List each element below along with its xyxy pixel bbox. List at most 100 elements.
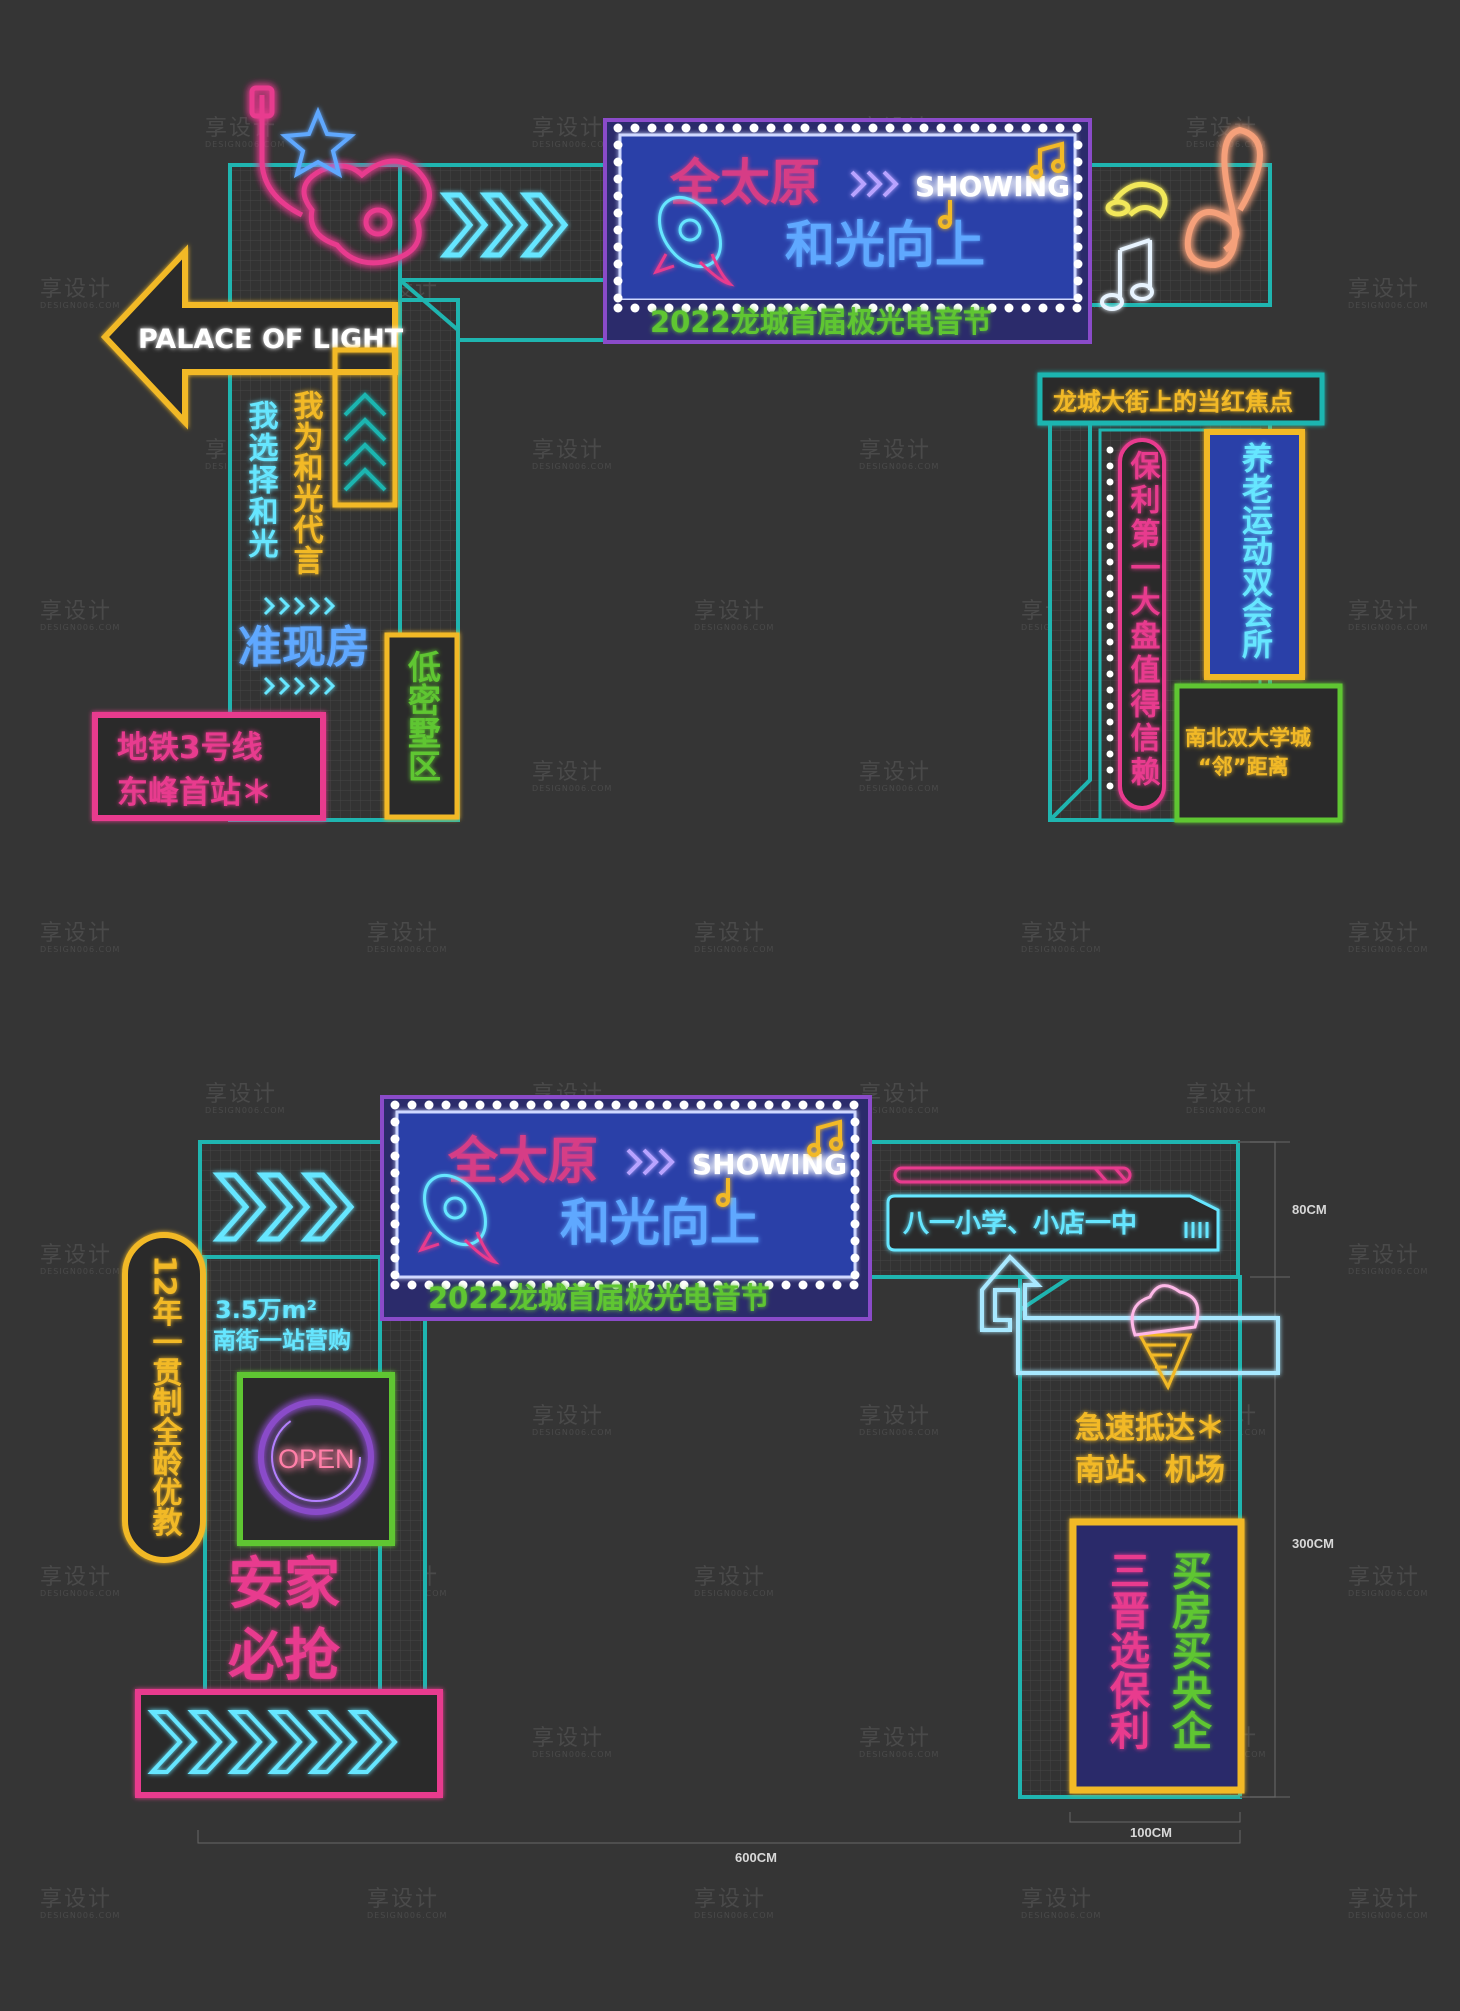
marquee-light [715, 123, 725, 133]
watermark-url: DESIGN006.COM [532, 140, 612, 149]
watermark-url: DESIGN006.COM [367, 1911, 447, 1920]
school-sign-text: 八一小学、小店一中 [903, 1208, 1137, 1239]
watermark-text: 享设计 [859, 438, 931, 463]
watermark-text: 享设计 [859, 760, 931, 785]
marquee-light [630, 123, 640, 133]
star-icon [279, 106, 357, 179]
marquee-light [781, 1100, 791, 1110]
chevron-icon [147, 1710, 398, 1774]
watermark-text: 享设计 [694, 921, 766, 946]
marquee-strip [893, 1166, 1132, 1184]
marquee-light [953, 303, 963, 313]
marquee-light [475, 1100, 485, 1110]
marquee-light [970, 123, 980, 133]
ice-cream-icon [1130, 1284, 1200, 1391]
marquee-light [509, 1100, 519, 1110]
marquee-light [696, 1280, 706, 1290]
marquee-light [987, 123, 997, 133]
marquee-light [1106, 654, 1114, 662]
marquee-light [645, 1100, 655, 1110]
marquee-light [783, 303, 793, 313]
watermark-url: DESIGN006.COM [532, 1428, 612, 1437]
watermark-text: 享设计 [1186, 1082, 1258, 1107]
watermark-text: 享设计 [1348, 1565, 1420, 1590]
watermark-url: DESIGN006.COM [40, 1267, 120, 1276]
watermark-text: 享设计 [40, 599, 112, 624]
area-text-line1: 3.5万m² [215, 1296, 317, 1324]
marquee-light [919, 123, 929, 133]
banner-showing-text: SHOWING [692, 1148, 847, 1181]
marquee-light [850, 1168, 860, 1178]
watermark-text: 享设计 [40, 277, 112, 302]
marquee-light [526, 1100, 536, 1110]
marquee-light [1106, 510, 1114, 518]
marquee-light [1055, 303, 1065, 313]
marquee-light [628, 1280, 638, 1290]
marquee-light [730, 1100, 740, 1110]
marquee-light [902, 123, 912, 133]
watermark-text: 享设计 [532, 1404, 604, 1429]
rocket-icon [417, 1173, 500, 1265]
marquee-light [698, 123, 708, 133]
arch-top-left: PALACE OF LIGHT 我选择和光 我为和光代言 准现房 低密墅区 地铁… [92, 85, 569, 821]
marquee-light [679, 1100, 689, 1110]
marquee-light [783, 123, 793, 133]
marquee-light [613, 225, 623, 235]
marquee-light [1106, 478, 1114, 486]
marquee-light [764, 1100, 774, 1110]
marquee-light [713, 1100, 723, 1110]
marquee-light [613, 303, 623, 313]
treble-clef-icon [1184, 126, 1263, 269]
watermark-text: 享设计 [1348, 277, 1420, 302]
chevron-icon [626, 1148, 675, 1176]
watermark-text: 享设计 [859, 1726, 931, 1751]
marquee-light [1106, 686, 1114, 694]
marquee-light [747, 1280, 757, 1290]
marquee-light [696, 1100, 706, 1110]
marquee-light [698, 303, 708, 313]
marquee-light [613, 208, 623, 218]
marquee-light [749, 123, 759, 133]
watermark-text: 享设计 [1186, 116, 1258, 141]
watermark-url: DESIGN006.COM [1348, 1911, 1428, 1920]
marquee-light [645, 1280, 655, 1290]
watermark-url: DESIGN006.COM [40, 623, 120, 632]
watermark-text: 享设计 [694, 1887, 766, 1912]
marquee-light [970, 303, 980, 313]
marquee-light [613, 259, 623, 269]
marquee-light [832, 1280, 842, 1290]
marquee-light [681, 303, 691, 313]
school-sign-line1: 南北双大学城 [1185, 726, 1311, 750]
arrow-up-icon [980, 1254, 1280, 1375]
banner-title-line2: 和光向上 [560, 1194, 760, 1252]
marquee-light [390, 1202, 400, 1212]
education-sign-text: 12年一贯制全龄优教 [147, 1255, 184, 1537]
marquee-light [1073, 208, 1083, 218]
marquee-light [713, 1280, 723, 1290]
marquee-light [458, 1100, 468, 1110]
watermark-url: DESIGN006.COM [1348, 1267, 1428, 1276]
signal-bars-icon [1184, 1222, 1209, 1238]
marquee-light [1073, 293, 1083, 303]
dimension-height-top: 80CM [1292, 1202, 1327, 1217]
watermark-url: DESIGN006.COM [694, 623, 774, 632]
marquee-light [390, 1185, 400, 1195]
marquee-light [1106, 590, 1114, 598]
metro-sign-frame [92, 712, 326, 821]
marquee-light [851, 123, 861, 133]
marquee-light [613, 293, 623, 303]
marquee-light [390, 1219, 400, 1229]
watermark-url: DESIGN006.COM [40, 1589, 120, 1598]
watermark-url: DESIGN006.COM [1348, 1589, 1428, 1598]
marquee-light [664, 123, 674, 133]
marquee-light [1106, 558, 1114, 566]
marquee-light [850, 1270, 860, 1280]
music-note-icon [1105, 181, 1168, 219]
marquee-light [613, 140, 623, 150]
marquee-light [1004, 303, 1014, 313]
marquee-light [715, 303, 725, 313]
marquee-light [919, 303, 929, 313]
marquee-light [526, 1280, 536, 1290]
watermark-url: DESIGN006.COM [859, 784, 939, 793]
